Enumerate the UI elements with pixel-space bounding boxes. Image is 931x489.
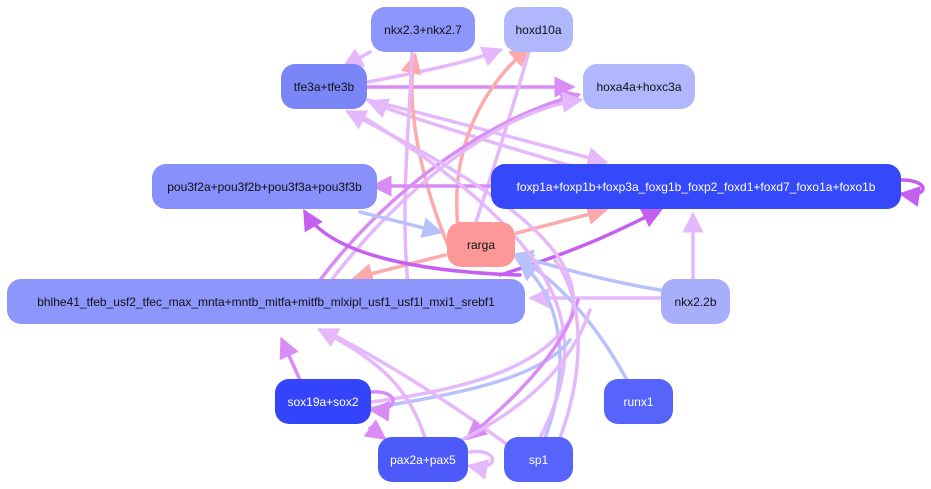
node-rarga[interactable]: rarga bbox=[447, 222, 515, 267]
edge bbox=[466, 449, 495, 480]
edge bbox=[328, 91, 584, 284]
edge bbox=[316, 328, 427, 440]
edge bbox=[358, 113, 567, 440]
edge bbox=[370, 338, 572, 410]
node-sp1[interactable]: sp1 bbox=[504, 437, 573, 482]
edge bbox=[455, 45, 531, 230]
node-bhlhe41[interactable]: bhlhe41_tfeb_usf2_tfec_max_mnta+mntb_mit… bbox=[7, 279, 525, 324]
node-nkx2-2b[interactable]: nkx2.2b bbox=[661, 279, 730, 324]
edge bbox=[403, 50, 414, 287]
edge bbox=[468, 46, 532, 242]
node-runx1[interactable]: runx1 bbox=[604, 379, 673, 424]
edge bbox=[460, 308, 592, 442]
edge bbox=[358, 210, 444, 238]
edge bbox=[351, 253, 447, 284]
node-sox19a-sox2[interactable]: sox19a+sox2 bbox=[275, 379, 371, 424]
node-tfe3a-tfe3b[interactable]: tfe3a+tfe3b bbox=[281, 64, 367, 109]
node-foxp[interactable]: foxp1a+foxp1b+foxp3a_foxg1b_foxp2_foxd1+… bbox=[491, 164, 901, 209]
node-pax2a-pax5[interactable]: pax2a+pax5 bbox=[378, 437, 468, 482]
node-hoxd10a[interactable]: hoxd10a bbox=[504, 7, 573, 52]
edge bbox=[303, 208, 522, 277]
edge bbox=[511, 249, 662, 292]
edge bbox=[279, 336, 302, 382]
edge bbox=[465, 298, 580, 441]
node-hoxa4a-hoxc3a[interactable]: hoxa4a+hoxc3a bbox=[583, 64, 695, 109]
edge bbox=[363, 419, 387, 441]
edge bbox=[368, 390, 395, 422]
edge bbox=[898, 178, 925, 207]
edge bbox=[341, 48, 372, 68]
edge bbox=[515, 204, 609, 235]
node-pou3f[interactable]: pou3f2a+pou3f2b+pou3f3a+pou3f3b bbox=[152, 164, 377, 209]
node-nkx2-3-nkx2-7[interactable]: nkx2.3+nkx2.7 bbox=[371, 7, 475, 52]
edge bbox=[553, 258, 580, 440]
edge bbox=[366, 46, 504, 84]
